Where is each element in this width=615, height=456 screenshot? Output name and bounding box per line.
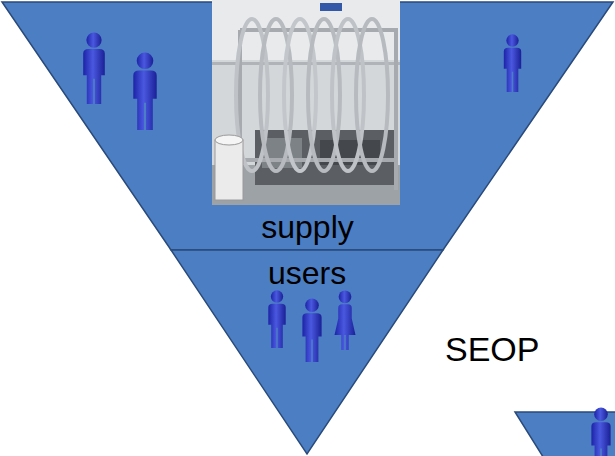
person-icon	[83, 32, 105, 104]
band-label: users	[268, 256, 346, 291]
side-label: SEOP	[445, 331, 539, 368]
band-trapezoid: supply	[0, 0, 615, 250]
band-label: supply	[261, 210, 354, 245]
machine-photo	[212, 0, 400, 205]
partial-triangle	[515, 412, 615, 456]
person-icon	[268, 290, 285, 348]
person-icon	[591, 407, 610, 456]
person-icon	[335, 290, 356, 350]
person-icon	[504, 34, 521, 92]
person-icon	[302, 298, 321, 362]
band-triangle: users	[171, 250, 443, 454]
person-icon	[133, 52, 156, 130]
